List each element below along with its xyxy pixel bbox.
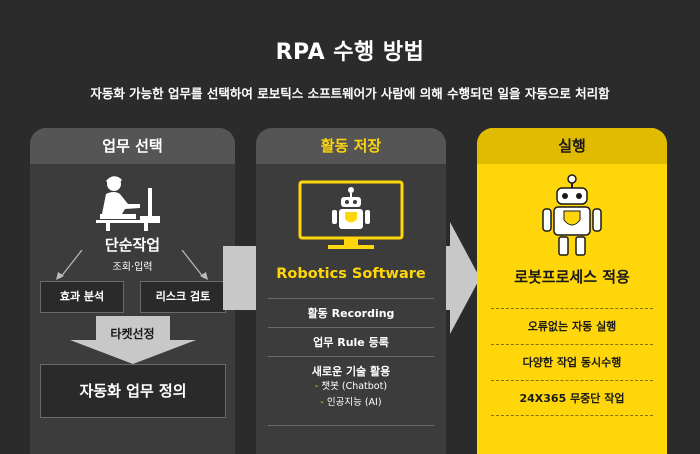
robot-process-label: 로봇프로세스 적용 bbox=[514, 268, 630, 286]
branch-lines bbox=[56, 249, 208, 280]
arrow-down-icon bbox=[70, 316, 196, 364]
simple-task-sub-label: 조회·입력 bbox=[112, 262, 153, 273]
column-heading-task-selection: 업무 선택 bbox=[30, 128, 235, 164]
effect-analysis-box: 효과 분석 bbox=[40, 281, 124, 313]
column-execution: 실행 로봇프로세스 적용 오류없는 자동 실행 다양한 작업 동시수행 24X3… bbox=[477, 128, 667, 454]
robotics-software-label: Robotics Software bbox=[276, 266, 426, 282]
automation-task-definition-box: 자동화 업무 정의 bbox=[40, 364, 226, 418]
sub-item: - 챗봇 (Chatbot) bbox=[314, 381, 388, 392]
list-item: 다양한 작업 동시수행 bbox=[491, 344, 653, 380]
list-item: 오류없는 자동 실행 bbox=[491, 308, 653, 344]
list-item-label: 새로운 기술 활용 bbox=[311, 365, 391, 378]
list-item: 업무 Rule 등록 bbox=[268, 327, 434, 356]
arrow-right-icon bbox=[223, 246, 257, 310]
execution-list: 오류없는 자동 실행 다양한 작업 동시수행 24X365 무중단 작업 bbox=[491, 308, 653, 416]
column-heading-execution: 실행 bbox=[477, 128, 667, 164]
target-selection-label: 타켓선정 bbox=[110, 327, 155, 341]
person-at-computer-icon bbox=[96, 176, 160, 231]
column-activity-save: 활동 저장 Robotics Software 활동 Recording 업무 … bbox=[256, 128, 446, 454]
column-heading-activity-save: 활동 저장 bbox=[256, 128, 446, 164]
page-title: RPA 수행 방법 bbox=[275, 40, 425, 65]
page-subtitle: 자동화 가능한 업무를 선택하여 로보틱스 소프트웨어가 사람에 의해 수행되던… bbox=[90, 86, 610, 101]
new-tech-item: 새로운 기술 활용 - 챗봇 (Chatbot) - 인공지능 (AI) bbox=[268, 356, 434, 426]
arrow-right-icon bbox=[446, 222, 480, 334]
column-task-selection: 업무 선택 단순작업 조회·입력 효과 분석 리스크 검토 타켓선정 자동화 업… bbox=[30, 128, 235, 454]
robot-icon bbox=[542, 174, 602, 256]
simple-task-label: 단순작업 bbox=[104, 236, 161, 254]
robot-monitor-icon bbox=[298, 180, 404, 249]
list-item: 활동 Recording bbox=[268, 298, 434, 327]
activity-list: 활동 Recording 업무 Rule 등록 새로운 기술 활용 - 챗봇 (… bbox=[268, 298, 434, 426]
sub-item: - 인공지능 (AI) bbox=[320, 397, 382, 408]
list-item: 24X365 무중단 작업 bbox=[491, 380, 653, 416]
risk-review-box: 리스크 검토 bbox=[140, 281, 226, 313]
